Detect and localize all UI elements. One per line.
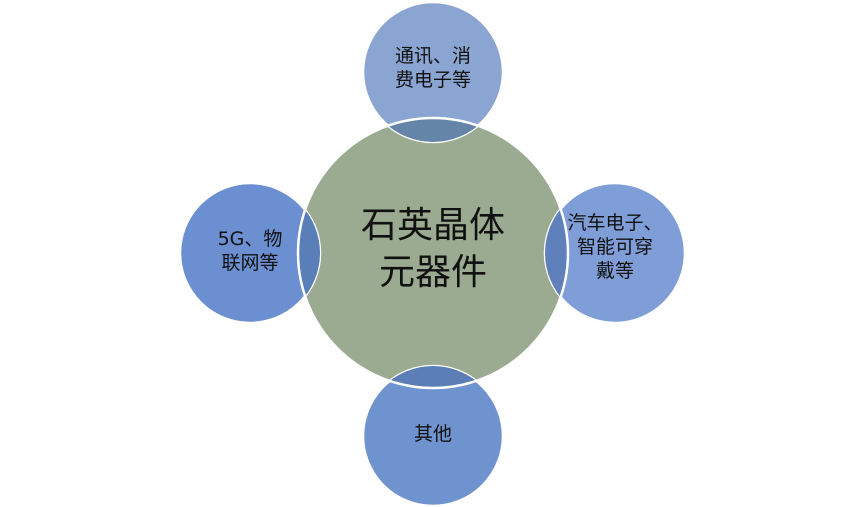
satellite-left-line2: 联网等 bbox=[221, 251, 279, 274]
satellite-top-label: 通讯、消 费电子等 bbox=[373, 45, 493, 93]
satellite-top-line2: 费电子等 bbox=[394, 68, 471, 91]
center-circle-outline bbox=[296, 116, 570, 390]
satellite-left-line1: 5G、物 bbox=[217, 228, 283, 250]
center-label-line2: 元器件 bbox=[378, 251, 487, 293]
satellite-bottom-label: 其他 bbox=[373, 423, 493, 447]
satellite-bottom-line1: 其他 bbox=[413, 423, 452, 445]
satellite-top-line1: 通讯、消 bbox=[394, 45, 471, 67]
center-label: 石英晶体 元器件 bbox=[313, 203, 553, 297]
satellite-right-line1: 汽车电子、 bbox=[567, 212, 663, 234]
satellite-right-label: 汽车电子、 智能可穿 戴等 bbox=[550, 212, 680, 283]
center-circle bbox=[298, 118, 568, 388]
satellite-right-line3: 戴等 bbox=[595, 259, 634, 282]
satellite-right-line2: 智能可穿 bbox=[576, 235, 653, 258]
satellite-left-label: 5G、物 联网等 bbox=[190, 228, 310, 276]
center-label-line1: 石英晶体 bbox=[360, 205, 505, 246]
